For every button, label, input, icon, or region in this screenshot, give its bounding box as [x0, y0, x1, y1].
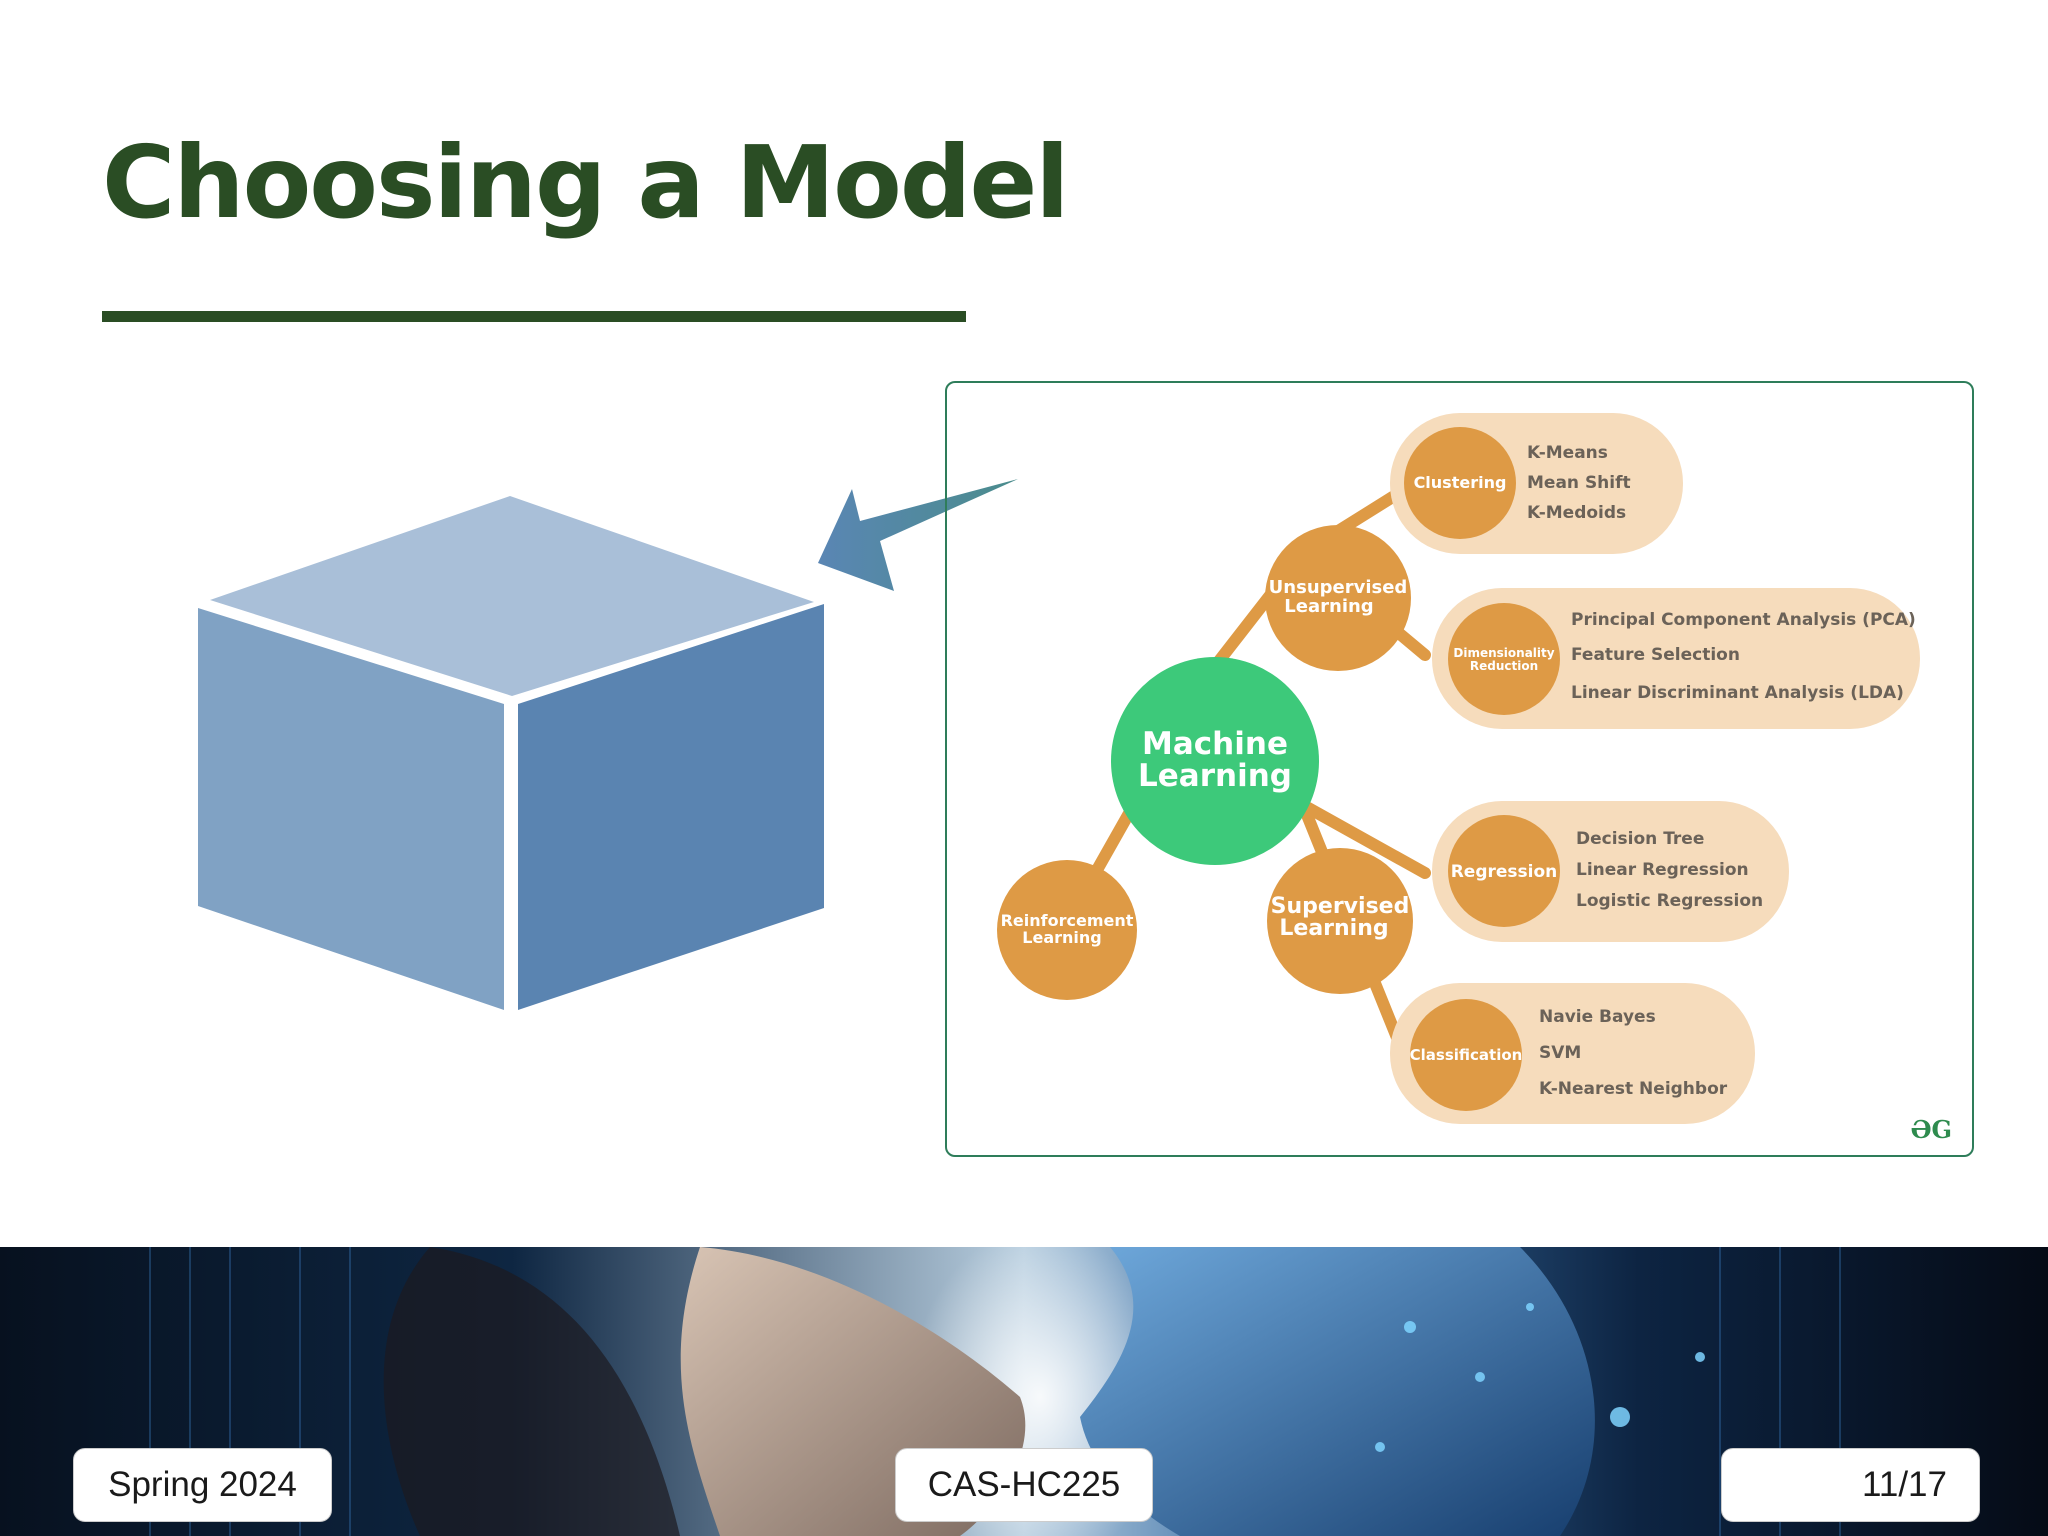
center-label-2: Learning — [1138, 758, 1292, 794]
slide-title: Choosing a Model — [102, 124, 1070, 241]
item-naive-bayes: Navie Bayes — [1539, 1007, 1656, 1027]
node-machine-learning — [1111, 657, 1319, 865]
item-mean-shift: Mean Shift — [1527, 473, 1631, 493]
unsupervised-label-1: Unsupervised — [1269, 577, 1408, 598]
reinforcement-label-2: Learning — [1022, 928, 1101, 947]
ml-mindmap-image: Machine Learning Unsupervised Learning S… — [945, 381, 1974, 1157]
node-unsupervised — [1265, 525, 1411, 671]
pill-dimensionality — [1432, 588, 1920, 729]
item-k-means: K-Means — [1527, 443, 1608, 463]
item-knn: K-Nearest Neighbor — [1539, 1079, 1728, 1099]
node-regression — [1448, 815, 1560, 927]
item-svm: SVM — [1539, 1043, 1581, 1063]
unsupervised-label-2: Learning — [1284, 596, 1373, 617]
dimensionality-label-1: Dimensionality — [1453, 646, 1554, 660]
item-logistic-regression: Logistic Regression — [1576, 891, 1763, 911]
clustering-label: Clustering — [1414, 473, 1507, 492]
gfg-logo: ƏG — [1911, 1115, 1952, 1144]
item-pca: Principal Component Analysis (PCA) — [1571, 610, 1916, 630]
cube-illustration — [198, 496, 824, 1010]
footer-term-label: Spring 2024 — [73, 1448, 332, 1522]
footer-course-label: CAS-HC225 — [895, 1448, 1153, 1522]
title-underline — [102, 311, 966, 322]
footer-page-number: 11/17 — [1721, 1448, 1980, 1522]
supervised-label-2: Learning — [1279, 916, 1388, 941]
cube-top-face — [210, 496, 814, 696]
item-feature-selection: Feature Selection — [1571, 645, 1740, 665]
dimensionality-label-2: Reduction — [1470, 659, 1538, 673]
center-label-1: Machine — [1142, 726, 1288, 762]
node-dimensionality — [1448, 603, 1560, 715]
pointer-arrow — [818, 479, 1018, 591]
cube-right-face — [518, 604, 824, 1010]
cube-left-face — [198, 608, 504, 1010]
reinforcement-label-1: Reinforcement — [1001, 911, 1134, 930]
item-lda: Linear Discriminant Analysis (LDA) — [1571, 683, 1904, 703]
node-supervised — [1267, 848, 1413, 994]
node-classification — [1410, 999, 1522, 1111]
node-reinforcement — [997, 860, 1137, 1000]
regression-label: Regression — [1451, 862, 1558, 882]
node-clustering — [1404, 427, 1516, 539]
item-k-medoids: K-Medoids — [1527, 503, 1626, 523]
footer-banner-image — [0, 1247, 2048, 1536]
classification-label: Classification — [1410, 1046, 1523, 1064]
item-linear-regression: Linear Regression — [1576, 860, 1749, 880]
item-decision-tree: Decision Tree — [1576, 829, 1704, 849]
supervised-label-1: Supervised — [1271, 894, 1410, 919]
